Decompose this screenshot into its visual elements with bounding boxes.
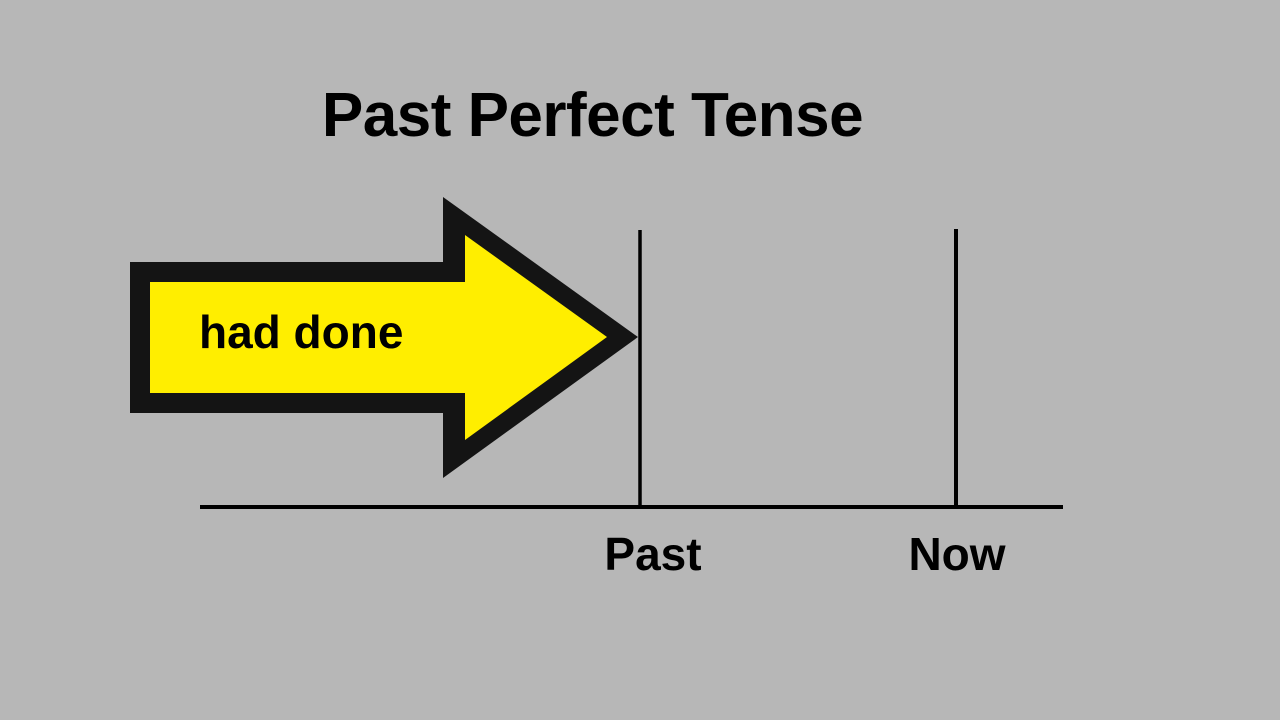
timeline-label-now: Now bbox=[908, 528, 1006, 580]
arrow-label: had done bbox=[199, 306, 404, 358]
arrow-fill bbox=[150, 235, 607, 440]
timeline-label-past: Past bbox=[604, 528, 702, 580]
page-title: Past Perfect Tense bbox=[321, 81, 864, 150]
